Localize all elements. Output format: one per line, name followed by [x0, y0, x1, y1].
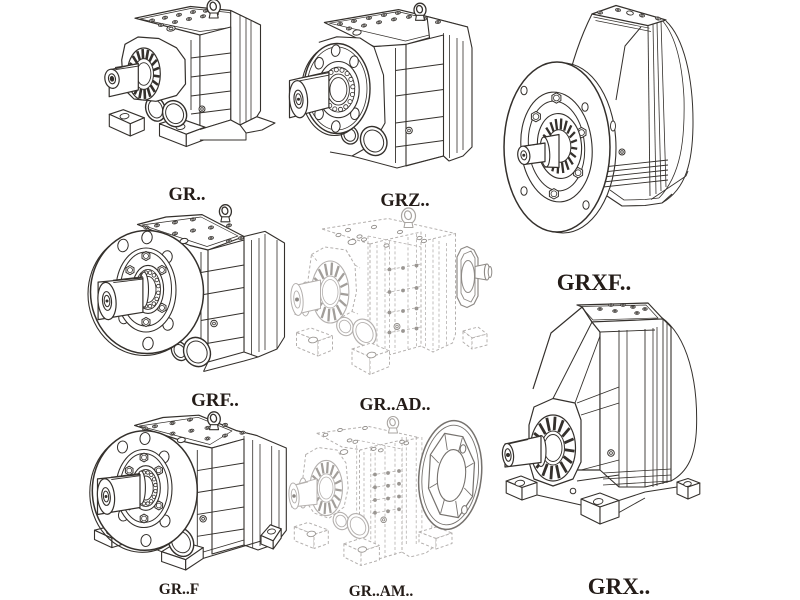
svg-text:GRX..: GRX..	[588, 574, 651, 599]
svg-text:GR..: GR..	[169, 185, 206, 205]
svg-text:GRZ..: GRZ..	[380, 191, 429, 211]
svg-text:GRF..: GRF..	[191, 390, 239, 411]
svg-text:GRXF..: GRXF..	[557, 270, 632, 295]
svg-text:GR..F: GR..F	[159, 581, 199, 598]
svg-text:GR..AD..: GR..AD..	[360, 394, 431, 414]
svg-text:GR..AM..: GR..AM..	[349, 583, 414, 600]
